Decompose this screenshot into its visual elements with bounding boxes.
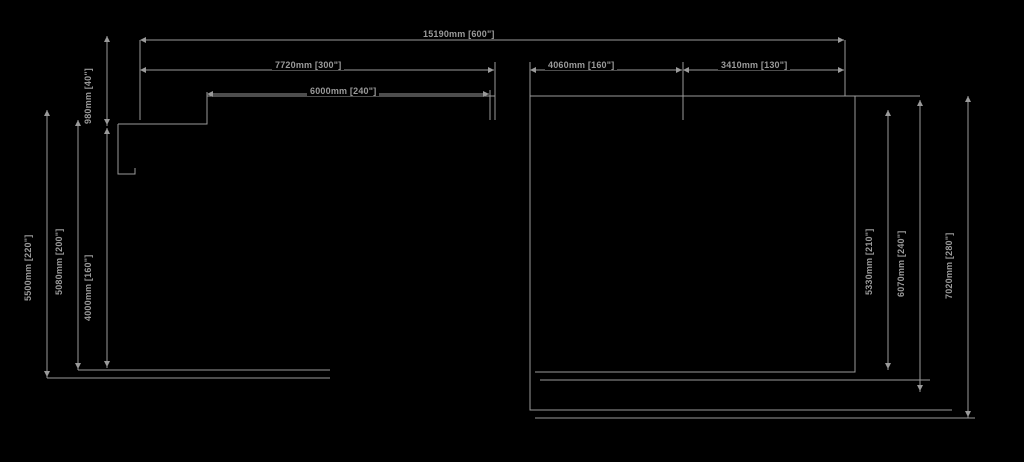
dim-label-overall-width: 15190mm [600"] <box>420 29 498 39</box>
dim-label-right-middle-height: 6070mm [240"] <box>896 227 906 300</box>
dim-label-left-second-height: 5080mm [200"] <box>54 225 64 298</box>
dim-label-right-mid-span: 4060mm [160"] <box>545 60 618 70</box>
dim-label-left-span: 7720mm [300"] <box>272 60 345 70</box>
dim-label-left-third-height: 4000mm [160"] <box>83 251 93 324</box>
dim-label-right-inner-height: 5330mm [210"] <box>864 225 874 298</box>
dim-label-left-inner-span: 6000mm [240"] <box>307 86 380 96</box>
plan-outline <box>117 95 952 411</box>
dimension-lines <box>44 36 971 417</box>
dim-label-left-notch-height: 980mm [40"] <box>83 65 93 127</box>
extension-lines <box>46 36 975 419</box>
dim-label-right-end-span: 3410mm [130"] <box>718 60 791 70</box>
dim-label-left-overall-height: 5500mm [220"] <box>23 231 33 304</box>
dim-label-right-overall-height: 7020mm [280"] <box>944 229 954 302</box>
